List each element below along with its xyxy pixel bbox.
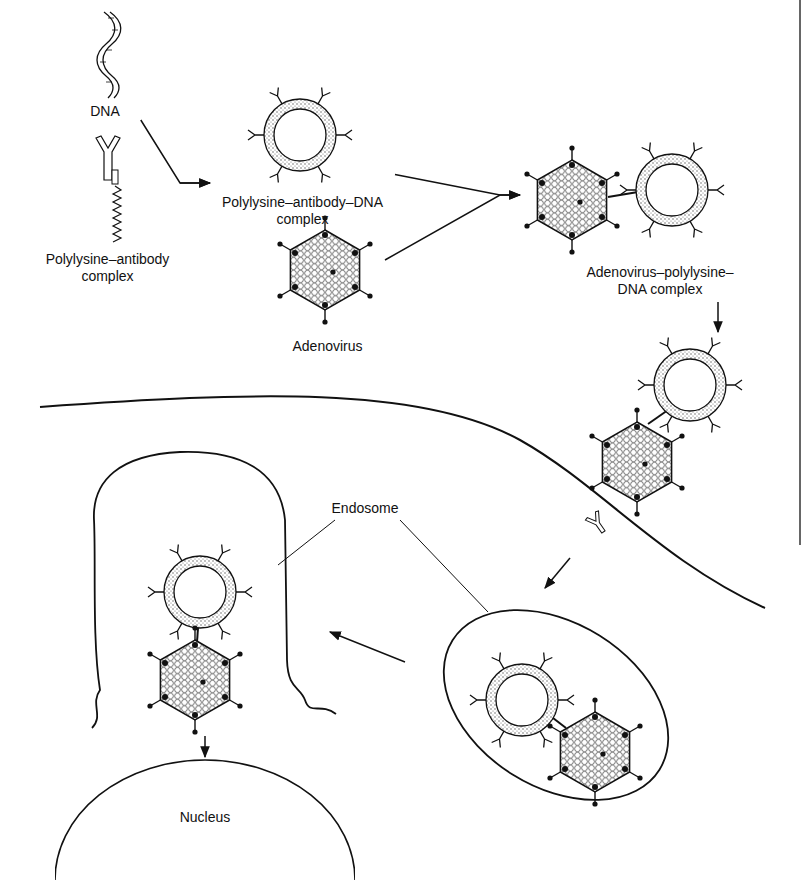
dna-complex-ring — [470, 652, 574, 747]
cell-membrane — [40, 396, 765, 608]
dna-complex-ring — [620, 142, 724, 237]
nucleus-outline — [55, 760, 355, 880]
dna-complex-ring — [248, 87, 352, 182]
antibody-symbol — [96, 136, 121, 242]
endosome-outline — [409, 571, 703, 839]
flow-arrow — [180, 182, 210, 184]
adenovirus-particle — [147, 625, 242, 734]
step-arrow — [330, 632, 405, 662]
flow-arrow — [395, 175, 520, 195]
step-arrow — [204, 736, 206, 757]
flow-arrow — [385, 195, 520, 260]
page-border — [799, 0, 801, 545]
dna-node: DNA — [60, 5, 150, 120]
antibody-complex-node: Polylysine–antibody complex — [35, 135, 180, 285]
step-arrow — [545, 558, 570, 588]
linker-stalk — [648, 410, 668, 424]
node-caption: DNA — [63, 103, 148, 120]
node-caption: Adenovirus–polylysine–DNA complex — [575, 264, 745, 298]
flow-arrow — [141, 120, 210, 183]
adenovirus-particle — [524, 145, 619, 254]
part-label: Endosome — [320, 500, 410, 517]
leader-line — [278, 520, 335, 565]
dna-helix — [97, 12, 121, 98]
node-caption: Polylysine–antibody complex — [35, 251, 180, 285]
node-caption: Nucleus — [105, 809, 305, 826]
adenovirus-particle — [547, 697, 642, 806]
receptor-symbol — [585, 510, 610, 536]
linker-stalk — [197, 628, 198, 642]
step-arrow — [717, 302, 719, 332]
dna-complex-node: Polylysine–antibody–DNA complex — [210, 85, 395, 228]
virus-complex-node: Adenovirus–polylysine–DNA complex — [520, 130, 800, 298]
node-caption: Polylysine–antibody–DNA complex — [210, 194, 395, 228]
dna-complex-ring — [148, 544, 252, 639]
adenovirus-node: Adenovirus — [270, 230, 385, 355]
nucleus-node: Nucleus — [55, 755, 355, 880]
node-caption: Adenovirus — [273, 338, 383, 355]
leader-line — [400, 520, 488, 612]
adenovirus-particle — [277, 215, 372, 324]
linker-stalk — [553, 718, 566, 728]
dna-complex-ring — [638, 337, 742, 432]
